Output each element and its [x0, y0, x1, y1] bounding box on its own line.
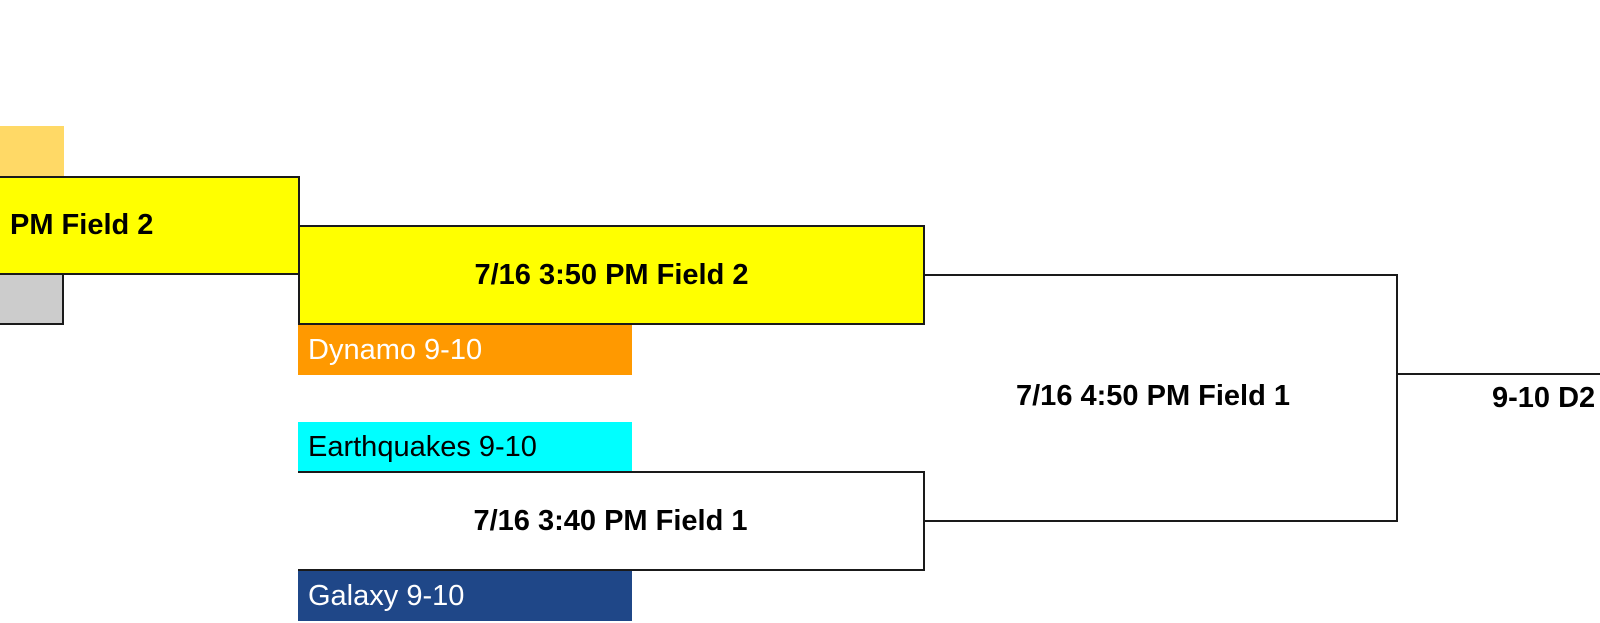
match-b-label: 7/16 3:40 PM Field 1	[473, 504, 748, 537]
connector-a-horizontal	[924, 274, 1398, 276]
connector-b-horizontal	[924, 520, 1398, 522]
connector-final-vertical	[1396, 274, 1398, 522]
left-match-label: PM Field 2	[10, 209, 154, 241]
team-galaxy-label: Galaxy 9-10	[308, 579, 465, 612]
connector-champion-horizontal	[1396, 373, 1600, 375]
team-dynamo-label: Dynamo 9-10	[308, 333, 483, 366]
left-match-box: PM Field 2	[0, 176, 300, 275]
match-a-label: 7/16 3:50 PM Field 2	[474, 258, 749, 291]
team-earthquakes: Earthquakes 9-10	[298, 422, 632, 472]
left-team-slot-bottom	[0, 272, 64, 325]
match-a-box: 7/16 3:50 PM Field 2	[298, 225, 925, 325]
team-dynamo: Dynamo 9-10	[298, 325, 632, 375]
match-b-box: 7/16 3:40 PM Field 1	[298, 471, 925, 571]
match-final-label: 7/16 4:50 PM Field 1	[1016, 380, 1291, 412]
left-team-slot-top	[0, 126, 64, 176]
champion-slot-label: 9-10 D2	[1492, 382, 1596, 414]
team-galaxy: Galaxy 9-10	[298, 571, 632, 621]
team-earthquakes-label: Earthquakes 9-10	[308, 430, 537, 463]
